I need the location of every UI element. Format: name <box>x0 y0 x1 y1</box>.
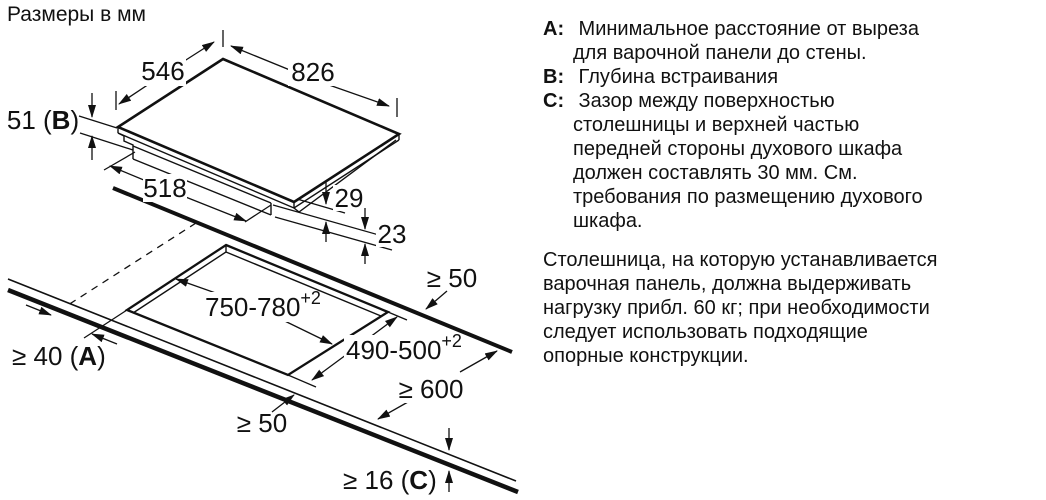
dim-23-label: 23 <box>378 219 407 249</box>
page-title: Размеры в мм <box>7 3 146 26</box>
dim-rear-clearance-label: ≥ 50 <box>427 263 477 293</box>
legend-text-A: Минимальное расстояние от выреза для вар… <box>573 18 919 64</box>
worktop-load-note: Столешница, на которую устанавливается в… <box>543 249 938 367</box>
ext-518-left <box>103 151 136 171</box>
dim-cutout-length-label: 750-780+2 <box>205 288 321 322</box>
legend-and-notes: A: Минимальное расстояние от выреза для … <box>543 17 1043 368</box>
ext-23-bottom <box>274 216 393 251</box>
dim-rear50-leader <box>425 290 448 310</box>
base-right-sliver <box>293 139 397 213</box>
base-top-edge <box>132 145 272 204</box>
dim-front50-leader <box>271 394 295 413</box>
installation-diagram: 546 826 51 (B) 518 29 23 750-780+2 490-5… <box>7 30 519 495</box>
dim-16C-label: ≥ 16 (C) <box>343 465 437 495</box>
cutout-extension-top <box>387 311 408 321</box>
dim-826-label: 826 <box>291 57 334 87</box>
dim-40A-arrow <box>91 333 118 345</box>
dim-40A-arrow <box>25 304 52 316</box>
legend-item-C: C: Зазор между поверхностью столешницы и… <box>543 89 1043 233</box>
legend-text-C: Зазор между поверхностью столешницы и ве… <box>573 90 923 232</box>
legend-label-A: A: <box>543 18 565 40</box>
worktop-front-bottom-edge <box>7 287 519 495</box>
dim-40A-label: ≥ 40 (A) <box>12 341 106 371</box>
cutout-extension-left <box>83 309 128 339</box>
dim-front-clearance-label: ≥ 50 <box>237 408 287 438</box>
cutout-extension-bottom <box>287 374 317 388</box>
dimension-labels: 546 826 51 (B) 518 29 23 750-780+2 490-5… <box>7 56 477 495</box>
base-bottom-edge <box>132 158 272 216</box>
legend-label-B: B: <box>543 66 565 88</box>
dim-29-label: 29 <box>335 183 364 213</box>
dim-600-label: ≥ 600 <box>399 374 464 404</box>
legend-label-C: C: <box>543 90 565 112</box>
legend-item-B: B: Глубина встраивания <box>543 65 1043 89</box>
legend-item-A: A: Минимальное расстояние от выреза для … <box>543 17 1043 65</box>
dim-600-line <box>459 350 498 373</box>
dim-546-label: 546 <box>141 56 184 86</box>
worktop-front-edge <box>7 278 517 482</box>
worktop-rear-edge <box>112 186 513 354</box>
dim-51B-label: 51 (B) <box>7 105 79 135</box>
dim-518-label: 518 <box>143 173 186 203</box>
legend-text-B: Глубина встраивания <box>573 66 779 88</box>
cooktop-drawing <box>115 57 402 216</box>
label-backgrounds <box>141 56 468 403</box>
dim-cutout-depth-label: 490-500+2 <box>346 331 462 365</box>
ext-51B-top <box>78 115 118 129</box>
cutout-inner-edge-right <box>225 251 382 317</box>
ext-518-right <box>244 204 272 223</box>
